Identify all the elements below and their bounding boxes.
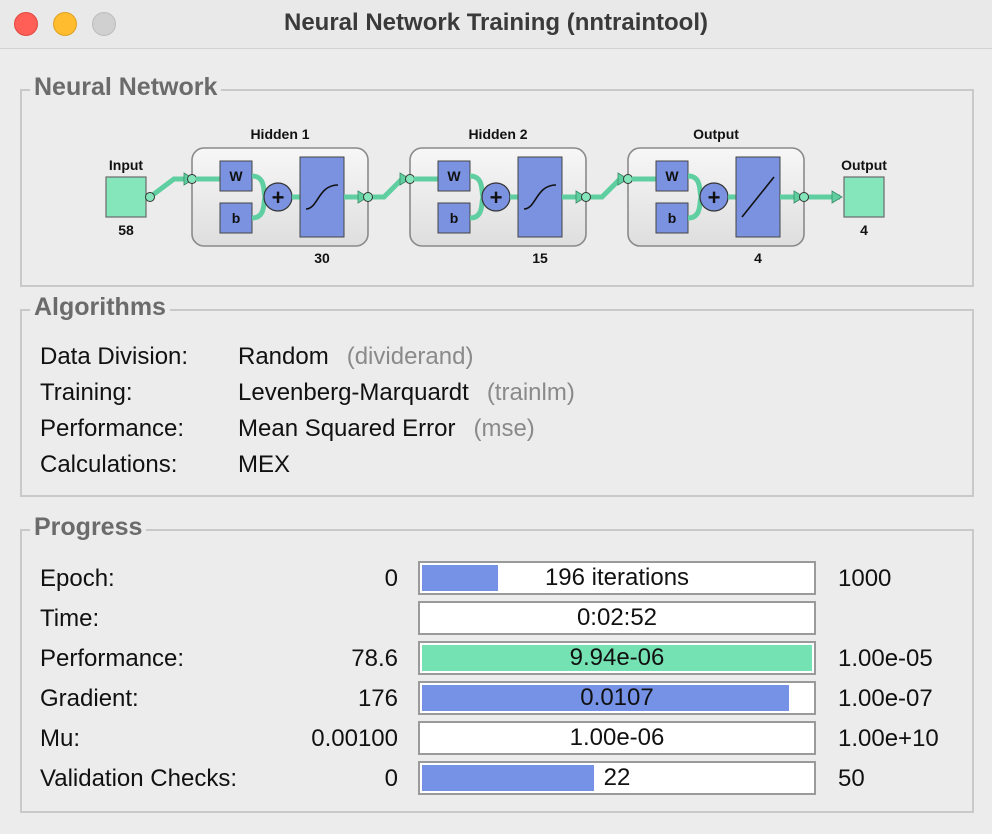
progress-bar-fill (422, 685, 789, 711)
bias-block (219, 202, 253, 234)
progress-label: Time: (40, 605, 100, 632)
algorithm-label: Calculations: (40, 451, 178, 478)
progress-bar: 0:02:52 (418, 601, 816, 635)
progress-label: Gradient: (40, 685, 139, 712)
layer-input-dot (187, 174, 197, 184)
progress-target-value: 50 (838, 765, 865, 792)
progress-bar: 9.94e-06 (418, 641, 816, 675)
algorithm-label: Data Division: (40, 343, 189, 370)
algorithm-function-link[interactable]: (dividerand) (346, 343, 474, 370)
progress-bar: 22 (418, 761, 816, 795)
sum-symbol: + (708, 185, 721, 210)
transfer-block (517, 156, 563, 238)
layer-name: Output (693, 126, 739, 142)
window-title: Neural Network Training (nntraintool) (283, 9, 709, 36)
layer-size: 4 (754, 250, 762, 266)
progress-row-epoch: Epoch: 0 196 iterations 1000 (22, 561, 976, 601)
neural-network-panel: Neural Network Input 58 Hidden 1 W b (20, 73, 974, 287)
weight-label: W (447, 168, 461, 184)
sigmoid-icon (523, 184, 557, 210)
progress-panel-title: Progress (30, 513, 147, 542)
input-size: 58 (118, 222, 134, 238)
progress-label: Validation Checks: (40, 765, 237, 792)
progress-bar-fill (422, 565, 498, 591)
progress-panel: Progress Epoch: 0 196 iterations 1000 Ti… (20, 513, 976, 813)
output-arrow-icon (831, 190, 843, 204)
progress-row-mu: Mu: 0.00100 1.00e-06 1.00e+10 (22, 721, 976, 761)
weight-label: W (229, 168, 243, 184)
linear-icon (741, 176, 775, 218)
algorithm-function-link[interactable]: (mse) (473, 415, 535, 442)
bias-block (655, 202, 689, 234)
progress-label: Epoch: (40, 565, 115, 592)
progress-start-value: 0 (384, 565, 398, 592)
progress-label: Mu: (40, 725, 81, 752)
algorithm-value: MEX (238, 451, 291, 478)
progress-start-value: 0.00100 (311, 725, 398, 752)
network-diagram: Input 58 Hidden 1 W b + 30 (105, 126, 887, 266)
bias-block (437, 202, 471, 234)
progress-current-value: 1.00e-06 (569, 724, 665, 751)
weight-label: W (665, 168, 679, 184)
weight-block (655, 160, 689, 192)
bias-label: b (668, 210, 677, 226)
layer-name: Hidden 1 (250, 126, 309, 142)
progress-target-value: 1000 (838, 565, 892, 592)
progress-current-value: 0:02:52 (576, 604, 658, 631)
sigmoid-icon (305, 184, 339, 210)
progress-current-value: 0.0107 (580, 684, 654, 711)
neural-network-panel-title: Neural Network (30, 73, 222, 102)
algorithms-panel-title: Algorithms (30, 293, 170, 322)
progress-current-value: 196 iterations (544, 564, 690, 591)
output-size: 4 (860, 222, 868, 238)
algorithm-function-link[interactable]: (trainlm) (486, 379, 575, 406)
progress-start-value: 176 (357, 685, 398, 712)
output-label: Output (841, 157, 887, 173)
algorithms-panel: Algorithms Data Division: Random (divider… (20, 293, 974, 497)
progress-target-value: 1.00e-05 (838, 645, 933, 672)
progress-bar: 1.00e-06 (418, 721, 816, 755)
algorithm-value: Levenberg-Marquardt (238, 379, 469, 406)
layer-output: Output W b + 4 (623, 126, 805, 266)
algorithm-value: Random (238, 343, 329, 370)
progress-bar-fill (422, 645, 812, 671)
progress-start-value: 0 (384, 765, 398, 792)
progress-row-gradient: Gradient: 176 0.0107 1.00e-07 (22, 681, 976, 721)
sum-symbol: + (272, 185, 285, 210)
progress-bar: 196 iterations (418, 561, 816, 595)
progress-current-value: 9.94e-06 (569, 644, 665, 671)
progress-bar-fill (422, 765, 594, 791)
bias-label: b (232, 210, 241, 226)
layer-hidden-1: Hidden 1 W b + 30 (187, 126, 369, 266)
progress-start-value: 78.6 (351, 645, 398, 672)
minimize-window-button[interactable] (53, 12, 77, 36)
close-window-button[interactable] (14, 12, 38, 36)
input-label: Input (109, 157, 144, 173)
progress-bar: 0.0107 (418, 681, 816, 715)
zoom-window-button[interactable] (92, 12, 116, 36)
progress-target-value: 1.00e-07 (838, 685, 933, 712)
layer-hidden-2: Hidden 2 W b + 15 (405, 126, 587, 266)
progress-target-value: 1.00e+10 (838, 725, 939, 752)
progress-label: Performance: (40, 645, 185, 672)
progress-row-performance: Performance: 78.6 9.94e-06 1.00e-05 (22, 641, 976, 681)
weight-block (219, 160, 253, 192)
layer-name: Hidden 2 (468, 126, 527, 142)
layer-size: 30 (314, 250, 330, 266)
bias-label: b (450, 210, 459, 226)
algorithm-label: Training: (40, 379, 133, 406)
output-node (843, 176, 885, 218)
layer-size: 15 (532, 250, 548, 266)
progress-row-validation-checks: Validation Checks: 0 22 50 (22, 761, 976, 801)
transfer-block (299, 156, 345, 238)
algorithm-value: Mean Squared Error (238, 415, 456, 442)
progress-row-time: Time: 0:02:52 (22, 601, 976, 641)
sum-symbol: + (490, 185, 503, 210)
input-connector-dot (145, 192, 155, 202)
algorithm-label: Performance: (40, 415, 185, 442)
input-node (105, 176, 147, 218)
title-bar: Neural Network Training (nntraintool) (0, 0, 992, 49)
progress-current-value: 22 (603, 764, 631, 791)
weight-block (437, 160, 471, 192)
